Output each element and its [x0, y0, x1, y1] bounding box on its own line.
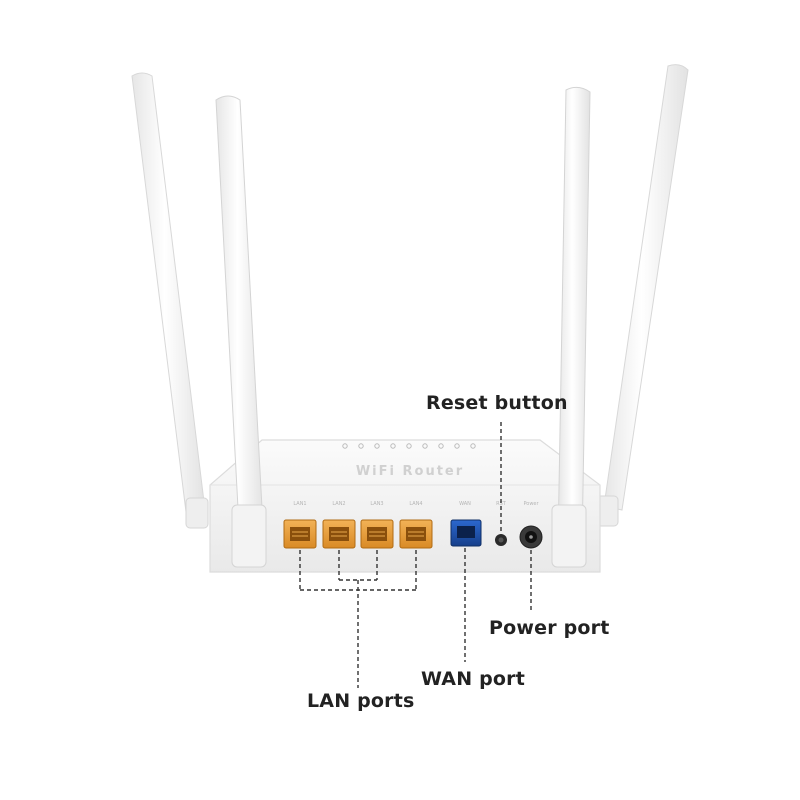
- status-leds: [342, 443, 476, 449]
- power-port: [519, 525, 543, 549]
- port-label-lan4: LAN4: [409, 501, 422, 507]
- antenna-left-outer: [131, 72, 209, 529]
- lan-port-2: [322, 519, 356, 549]
- wan-port-label: WAN port: [421, 668, 526, 690]
- lan-port-4: [399, 519, 433, 549]
- port-label-lan3: LAN3: [370, 501, 383, 507]
- lan-port-1: [283, 519, 317, 549]
- antenna-right-inner: [551, 86, 591, 568]
- antenna-right-outer: [595, 64, 689, 527]
- lan-ports-label: LAN ports: [307, 690, 415, 712]
- antenna-left-inner: [215, 95, 267, 568]
- power-port-label: Power port: [489, 617, 610, 639]
- wan-port: [450, 519, 482, 547]
- port-label-lan2: LAN2: [332, 501, 345, 507]
- port-label-lan1: LAN1: [293, 501, 306, 507]
- callout-lines: [299, 422, 532, 688]
- port-label-wan: WAN: [459, 501, 471, 507]
- port-label-power: Power: [523, 501, 539, 507]
- port-label-rst: RST: [496, 501, 507, 507]
- brand-text: WiFi Router: [356, 464, 464, 479]
- router-body: [209, 439, 601, 573]
- reset-button: [495, 534, 507, 546]
- lan-port-3: [360, 519, 394, 549]
- reset-button-label: Reset button: [426, 392, 568, 414]
